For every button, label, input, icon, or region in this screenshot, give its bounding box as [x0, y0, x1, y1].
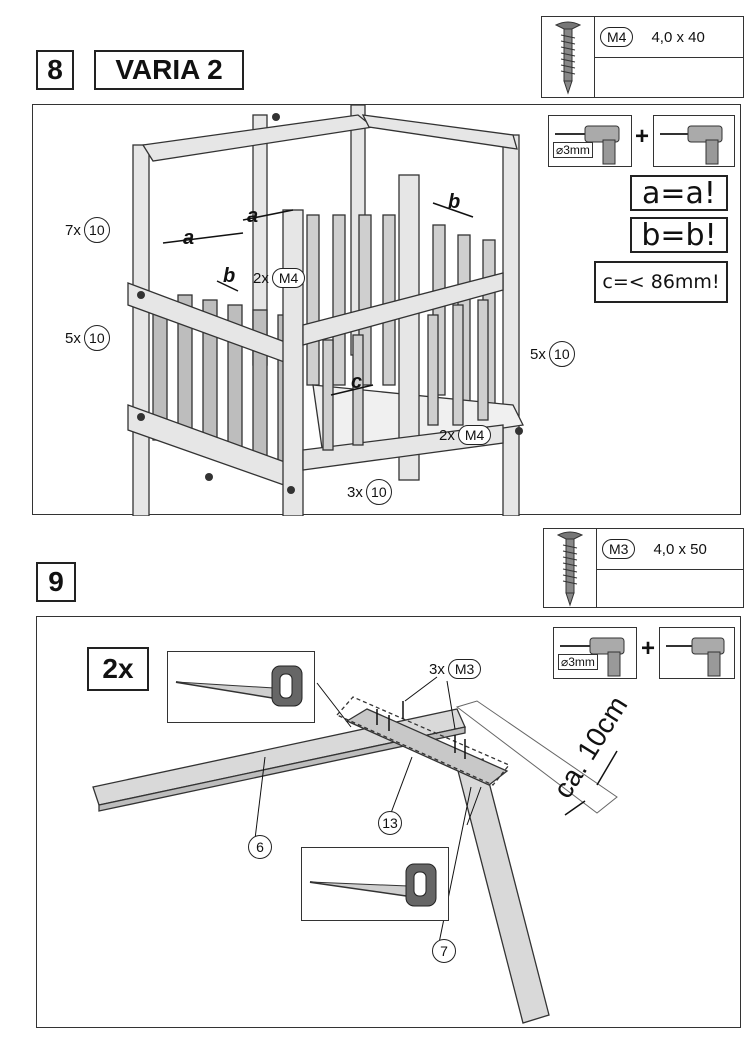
part-7-label: 7: [432, 939, 456, 963]
part-number: 10: [365, 479, 392, 505]
screw-code: M4: [600, 27, 634, 47]
step-8-screw-spec: M4 4,0 x 40: [541, 16, 744, 98]
screw-icon: [544, 529, 597, 607]
plus-sign: +: [641, 635, 656, 662]
callout-qty: 2x: [253, 269, 269, 287]
multiplier-badge: 2x: [87, 647, 149, 691]
screw-code: M3: [447, 659, 482, 679]
part-number: 10: [83, 325, 110, 351]
callout-5x-10-left: 5x 10: [65, 325, 110, 351]
step-9-number: 9: [36, 562, 76, 602]
callout-2x-m4-top: 2x M4: [253, 268, 306, 288]
saw-icon: [309, 863, 437, 907]
step-9-panel: 2x 3x M3 6 13 7 ca. 10cm ⌀3mm +: [36, 616, 741, 1028]
callout-qty: 5x: [65, 329, 81, 347]
callout-5x-10-right: 5x 10: [530, 341, 575, 367]
callout-qty: 3x: [429, 660, 445, 678]
rule-c-max: c=< 86mm!: [594, 261, 728, 303]
dim-label-b-left: b: [223, 265, 236, 287]
drill-bit-size: ⌀3mm: [553, 142, 593, 158]
part-number: 10: [548, 341, 575, 367]
callout-3x-10: 3x 10: [347, 479, 392, 505]
saw-inset-top: [167, 651, 315, 723]
part-number: 10: [83, 217, 110, 243]
dim-label-a-left: a: [183, 227, 195, 249]
step-8-drawing: [127, 105, 524, 516]
step-8-panel: a a b b c 7x 10 5x 10 2x M4 5x 10 2x M4 …: [32, 104, 741, 516]
callout-2x-m4-bottom: 2x M4: [439, 425, 492, 445]
saw-inset-bottom: [301, 847, 449, 921]
part-6-label: 6: [248, 835, 272, 859]
step-9-drawing: [92, 676, 618, 1024]
screw-size: 4,0 x 40: [651, 28, 705, 46]
saw-icon: [175, 665, 303, 707]
drill-with-bit-icon: ⌀3mm: [548, 115, 632, 167]
callout-qty: 3x: [347, 483, 363, 501]
callout-qty: 7x: [65, 221, 81, 239]
callout-qty: 2x: [439, 426, 455, 444]
dim-label-b-right: b: [448, 191, 461, 213]
part-13-label: 13: [378, 811, 402, 835]
callout-3x-m3: 3x M3: [429, 659, 482, 679]
dim-label-a-right: a: [247, 205, 259, 227]
rule-b-equals-b: b=b!: [630, 217, 728, 253]
screw-code: M4: [271, 268, 306, 288]
dim-label-c: c: [351, 371, 363, 393]
step-9-screw-spec: M3 4,0 x 50: [543, 528, 744, 608]
screwdriver-drill-icon: [659, 627, 735, 679]
step-8-number: 8: [36, 50, 74, 90]
screw-spec-row: M3 4,0 x 50: [596, 529, 743, 570]
rule-a-equals-a: a=a!: [630, 175, 728, 211]
drill-bit-size: ⌀3mm: [558, 654, 598, 670]
screw-icon: [542, 17, 595, 97]
drill-with-bit-icon: ⌀3mm: [553, 627, 637, 679]
screw-size: 4,0 x 50: [653, 540, 707, 558]
step-8-title: VARIA 2: [94, 50, 244, 90]
screw-code: M3: [602, 539, 636, 559]
screwdriver-drill-icon: [653, 115, 735, 167]
screw-code: M4: [457, 425, 492, 445]
callout-7x-10: 7x 10: [65, 217, 110, 243]
screw-spec-row: M4 4,0 x 40: [594, 17, 743, 58]
plus-sign: +: [635, 123, 650, 150]
callout-qty: 5x: [530, 345, 546, 363]
